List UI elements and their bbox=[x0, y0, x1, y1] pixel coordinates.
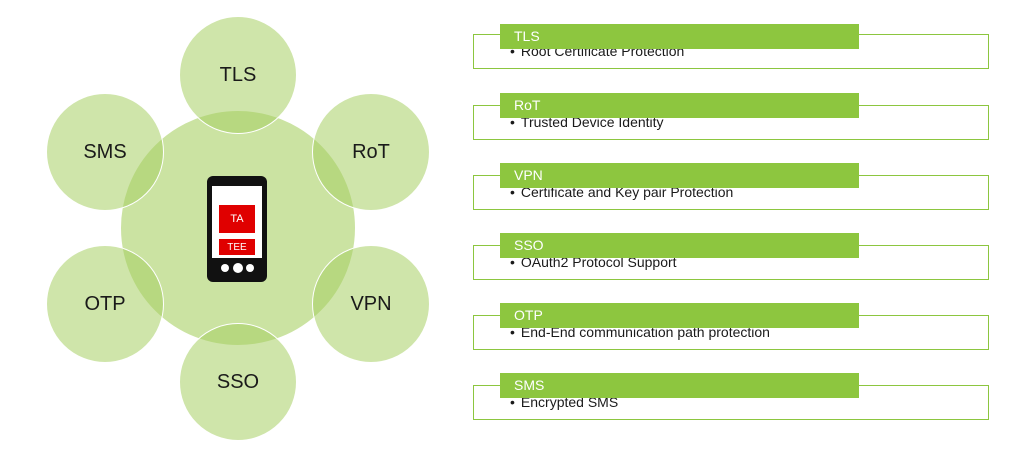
node-otp-label: OTP bbox=[84, 292, 126, 315]
feature-tag-otp: OTP bbox=[500, 303, 859, 328]
node-sms-label: SMS bbox=[83, 140, 127, 163]
phone-button-home bbox=[233, 263, 243, 273]
feature-item: • OAuth2 Protocol Support bbox=[510, 254, 677, 270]
tee-chip: TEE bbox=[219, 239, 255, 255]
bullet-icon: • bbox=[510, 43, 515, 59]
bullet-icon: • bbox=[510, 254, 515, 270]
node-otp: OTP bbox=[46, 245, 164, 363]
ta-chip: TA bbox=[219, 205, 255, 233]
feature-item: • End-End communication path protection bbox=[510, 324, 770, 340]
node-sso: SSO bbox=[179, 323, 297, 441]
node-vpn: VPN bbox=[312, 245, 430, 363]
feature-tag-rot: RoT bbox=[500, 93, 859, 118]
phone-button-left bbox=[221, 264, 229, 272]
feature-item-text: Encrypted SMS bbox=[520, 394, 619, 410]
feature-item-text: Trusted Device Identity bbox=[520, 114, 664, 130]
node-tls-label: TLS bbox=[219, 63, 257, 86]
node-sso-label: SSO bbox=[216, 370, 260, 393]
phone-button-right bbox=[246, 264, 254, 272]
feature-item-text: Certificate and Key pair Protection bbox=[520, 184, 734, 200]
bullet-icon: • bbox=[510, 184, 515, 200]
feature-item: • Encrypted SMS bbox=[510, 394, 618, 410]
phone-icon: TA TEE bbox=[207, 176, 267, 282]
node-rot: RoT bbox=[312, 93, 430, 211]
node-rot-label: RoT bbox=[352, 140, 390, 163]
feature-tag-vpn: VPN bbox=[500, 163, 859, 188]
feature-item-text: End-End communication path protection bbox=[520, 324, 770, 340]
node-vpn-label: VPN bbox=[350, 292, 392, 315]
feature-item-text: OAuth2 Protocol Support bbox=[520, 254, 677, 270]
security-diagram: TLS RoT VPN SSO OTP SMS TA TEE bbox=[0, 0, 470, 457]
bullet-icon: • bbox=[510, 394, 515, 410]
feature-card-sso: • OAuth2 Protocol Support bbox=[473, 245, 989, 280]
feature-item: • Trusted Device Identity bbox=[510, 114, 664, 130]
node-tls: TLS bbox=[179, 16, 297, 134]
feature-tag-sso: SSO bbox=[500, 233, 859, 258]
feature-item: • Certificate and Key pair Protection bbox=[510, 184, 733, 200]
feature-tag-sms: SMS bbox=[500, 373, 859, 398]
feature-tag-tls: TLS bbox=[500, 24, 859, 49]
bullet-icon: • bbox=[510, 114, 515, 130]
node-sms: SMS bbox=[46, 93, 164, 211]
bullet-icon: • bbox=[510, 324, 515, 340]
